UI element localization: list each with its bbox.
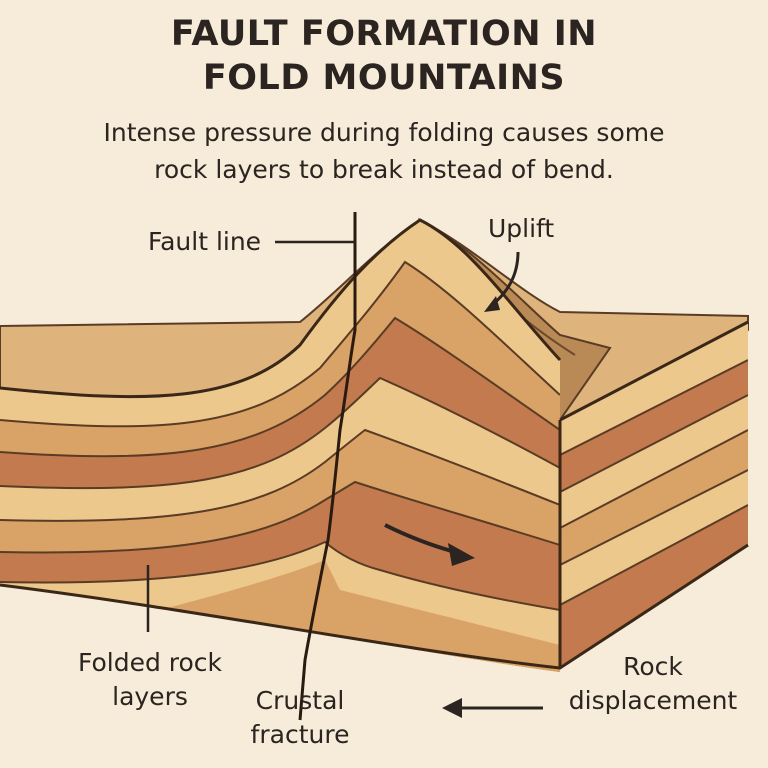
rock-displacement-arrowhead [442, 698, 462, 718]
crustal-fracture-line-2: fracture [250, 720, 350, 749]
rock-layer [560, 360, 748, 492]
rock-displacement-line-2: displacement [568, 686, 738, 715]
uplift-arrowhead [484, 296, 500, 312]
block-outline [0, 218, 562, 399]
crustal-fracture-label: Crustal fracture [200, 684, 400, 752]
rock-layer [560, 470, 748, 605]
block-outline [0, 543, 749, 670]
rock-layer [560, 395, 748, 528]
folded-rock-layers-label: Folded rock layers [40, 646, 260, 714]
fault-line-label: Fault line [148, 227, 262, 256]
folded-rock-layers-line-1: Folded rock [77, 648, 223, 677]
block-outline [559, 320, 749, 422]
displacement-arrow [384, 523, 456, 554]
title-line-2: FOLD MOUNTAINS [202, 58, 566, 98]
rock-displacement-label: Rock displacement [548, 650, 758, 718]
subtitle-line-1: Intense pressure during folding causes s… [103, 118, 665, 147]
uplift-label: Uplift [488, 214, 555, 243]
rock-displacement-line-1: Rock [623, 652, 683, 681]
diagram-title: FAULT FORMATION IN FOLD MOUNTAINS [0, 12, 768, 100]
subtitle-line-2: rock layers to break instead of bend. [154, 155, 614, 184]
diagram-subtitle: Intense pressure during folding causes s… [0, 114, 768, 188]
crustal-fracture-line-1: Crustal [255, 686, 345, 715]
folded-rock-layers-line-2: layers [112, 682, 188, 711]
front-face-layers [0, 220, 560, 672]
displacement-arrowhead [448, 543, 475, 566]
rock-layer [560, 430, 748, 565]
title-line-1: FAULT FORMATION IN [170, 14, 598, 54]
fault-fracture-line [298, 212, 357, 721]
